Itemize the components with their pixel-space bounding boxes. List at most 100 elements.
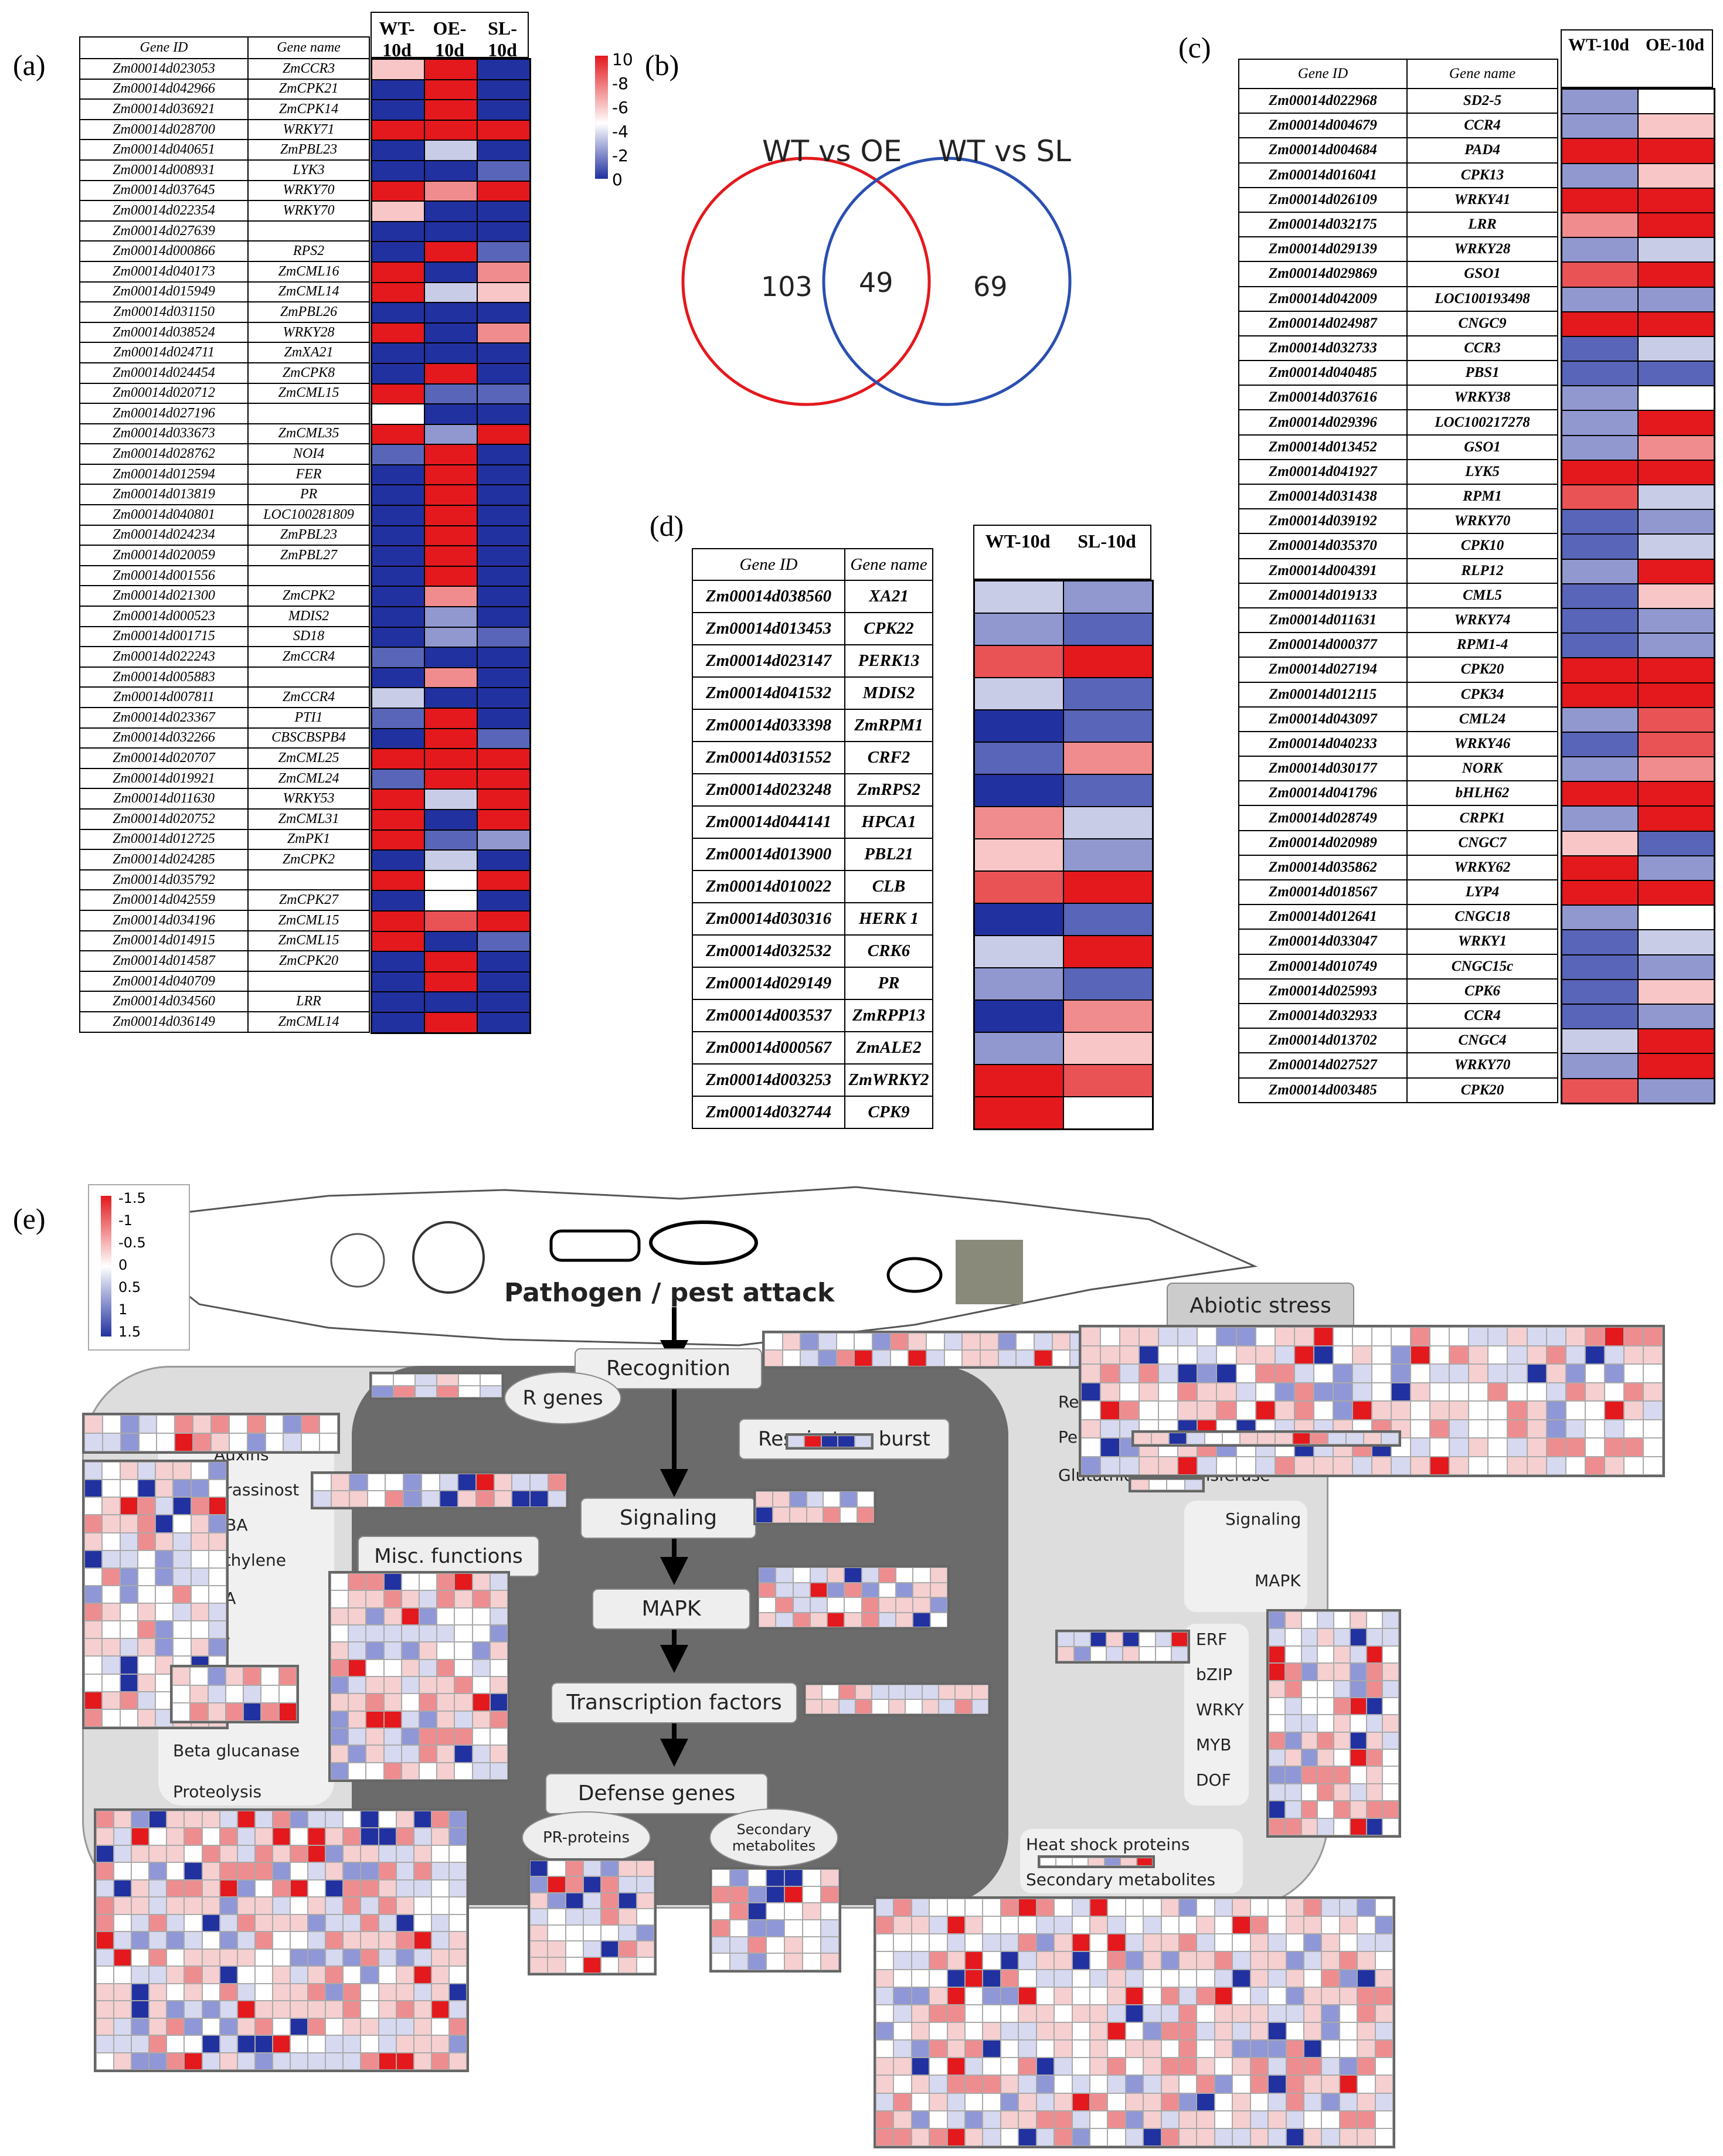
heatmap-cell [372, 971, 424, 992]
expression-cell [911, 2110, 930, 2128]
expression-cell [102, 1709, 120, 1727]
expression-cell [1375, 2040, 1393, 2058]
expression-cell [730, 1886, 748, 1903]
expression-cell [272, 1828, 291, 1845]
expression-cell [1169, 1433, 1187, 1444]
expression-cell [413, 1914, 431, 1932]
expression-cell [396, 1897, 414, 1914]
expression-cell [114, 2001, 132, 2018]
expression-cell [348, 1676, 366, 1694]
expression-cell [1179, 2075, 1197, 2093]
expression-cell [490, 1642, 508, 1659]
expression-cell [854, 1349, 872, 1366]
expression-cell [911, 1934, 930, 1952]
gene-id-cell: Zm00014d024987 [1238, 310, 1408, 336]
gene-id-cell: Zm00014d032733 [1238, 335, 1408, 362]
expression-cell [149, 2035, 167, 2053]
expression-cell [1089, 2128, 1108, 2146]
expression-cell [1214, 2075, 1233, 2093]
heatmap-cell [974, 1097, 1063, 1129]
expression-cell [1000, 1969, 1019, 1987]
expression-cell [1268, 2040, 1286, 2058]
expression-cell [1375, 2110, 1393, 2128]
heatmap-cell [1638, 163, 1714, 188]
expression-cell [784, 1886, 803, 1903]
gene-name-cell [247, 970, 370, 992]
expression-cell [1269, 1645, 1285, 1664]
expression-cell [308, 1966, 326, 1984]
expression-cell [1184, 1480, 1202, 1490]
expression-cell [448, 1983, 467, 2001]
expression-cell [131, 1914, 149, 1932]
expression-cell [1350, 1783, 1367, 1801]
gene-name-cell: NORK [1406, 756, 1558, 782]
expression-cell [120, 1515, 138, 1533]
expression-cell [1255, 1327, 1275, 1346]
expression-cell [1357, 2093, 1375, 2111]
expression-cell [137, 1480, 155, 1498]
expression-cell [383, 1745, 402, 1763]
expression-cell [793, 1567, 810, 1583]
heatmap-cell [1562, 559, 1638, 584]
expression-cell [472, 1693, 490, 1711]
expression-cell [84, 1691, 103, 1709]
gene-name-cell: CML5 [1406, 582, 1558, 608]
expression-cell [378, 1897, 396, 1914]
expression-cell [166, 1931, 185, 1949]
expression-cell [1339, 2040, 1358, 2058]
heatmap-cell [424, 444, 477, 465]
expression-cell [1366, 1628, 1383, 1646]
expression-cell [1449, 1382, 1469, 1401]
expression-cell [947, 1916, 966, 1934]
expression-cell [261, 1667, 279, 1685]
expression-cell [403, 1474, 422, 1491]
expression-cell [1334, 1680, 1350, 1698]
expression-cell [254, 1914, 273, 1932]
expression-cell [173, 1497, 191, 1515]
expression-cell [772, 1507, 790, 1523]
heatmap-cell [1063, 581, 1153, 613]
expression-cell [1317, 1628, 1334, 1646]
expression-cell [243, 1703, 261, 1721]
expression-cell [1089, 2075, 1108, 2093]
expression-cell [1236, 1364, 1256, 1383]
expression-cell [1216, 1456, 1236, 1475]
gene-id-cell: Zm00014d043097 [1238, 706, 1408, 732]
expression-cell [1036, 1916, 1055, 1934]
expression-cell [983, 2110, 1001, 2128]
expression-cell [1371, 1401, 1392, 1420]
expression-cell [1623, 1382, 1643, 1401]
expression-cell [803, 1886, 821, 1903]
expression-cell [1469, 1345, 1488, 1364]
gene-name-cell: ZmPBL26 [247, 301, 370, 323]
gene-name-cell: ZmRPS2 [844, 773, 933, 807]
expression-cell [114, 2018, 132, 2036]
expression-cell [1430, 1345, 1450, 1364]
expression-cell [202, 1914, 220, 1932]
expression-cell [1411, 1327, 1430, 1346]
heatmap-cell [477, 647, 530, 668]
expression-cell [396, 1811, 414, 1828]
expression-cell [208, 1480, 226, 1498]
gene-name-cell: WRKY28 [1406, 236, 1558, 263]
gene-name-cell [247, 869, 370, 891]
expression-cell [1179, 1899, 1197, 1917]
expression-cell [419, 1676, 437, 1694]
expression-cell [448, 1862, 467, 1880]
heatmap-cell [424, 242, 477, 262]
expression-cell [1250, 1899, 1269, 1917]
expression-cell [1507, 1438, 1527, 1457]
expression-cell [1036, 1899, 1055, 1917]
expression-cell [1072, 2004, 1090, 2022]
expression-cell [1469, 1401, 1488, 1420]
expression-cell [1000, 1934, 1019, 1952]
